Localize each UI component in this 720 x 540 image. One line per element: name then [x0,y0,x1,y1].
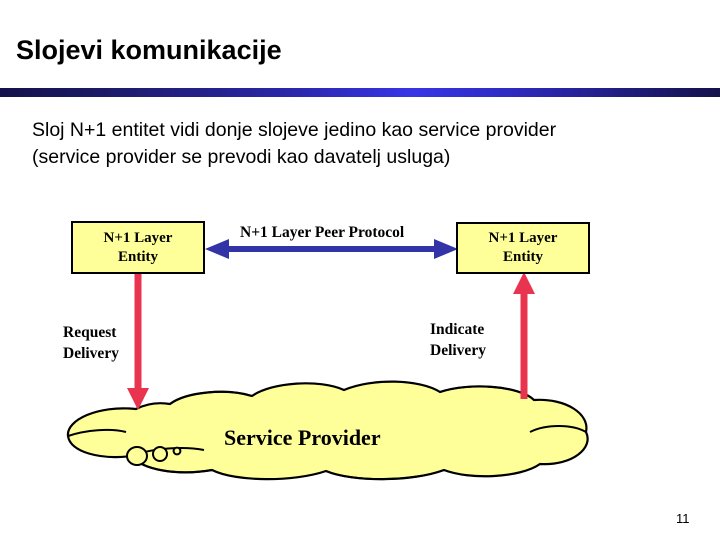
cloud-bubble-medium [152,446,168,462]
indicate-delivery-arrow [513,272,535,399]
page-title: Slojevi komunikacije [16,35,282,65]
cloud-bubble-large [126,446,148,466]
peer-arrowhead-left [205,239,229,259]
service-provider-cloud [66,380,589,481]
page-number: 11 [676,511,690,526]
request-delivery-arrow [127,274,149,410]
entity-box-right[interactable]: N+1 Layer Entity [456,222,590,274]
cloud-bubble-small [172,446,182,456]
request-delivery-line-1: Request [63,324,117,341]
entity-left-line-1: N+1 Layer [103,229,173,246]
peer-protocol-label: N+1 Layer Peer Protocol [240,224,405,241]
indicate-delivery-line-1: Indicate [430,321,485,338]
indicate-delivery-label: Indicate Delivery [430,319,486,361]
slide-body-text: Sloj N+1 entitet vidi donje slojeve jedi… [32,117,702,171]
service-provider-label: Service Provider [224,425,381,450]
peer-protocol-arrow [205,239,458,259]
indicate-arrowhead-up [513,272,535,294]
entity-box-left[interactable]: N+1 Layer Entity [71,221,205,274]
entity-right-line-2: Entity [502,249,543,265]
title-divider-rule [0,88,720,97]
indicate-delivery-line-2: Delivery [430,342,486,359]
body-line-1: Sloj N+1 entitet vidi donje slojeve jedi… [32,119,557,141]
body-line-2: (service provider se prevodi kao davatel… [32,146,451,168]
entity-left-line-2: Entity [117,248,158,265]
request-delivery-label: Request Delivery [63,322,119,364]
entity-right-line-1: N+1 Layer [488,230,558,246]
request-delivery-line-2: Delivery [63,345,119,362]
request-arrowhead-down [127,388,149,410]
peer-arrowhead-right [434,239,458,259]
